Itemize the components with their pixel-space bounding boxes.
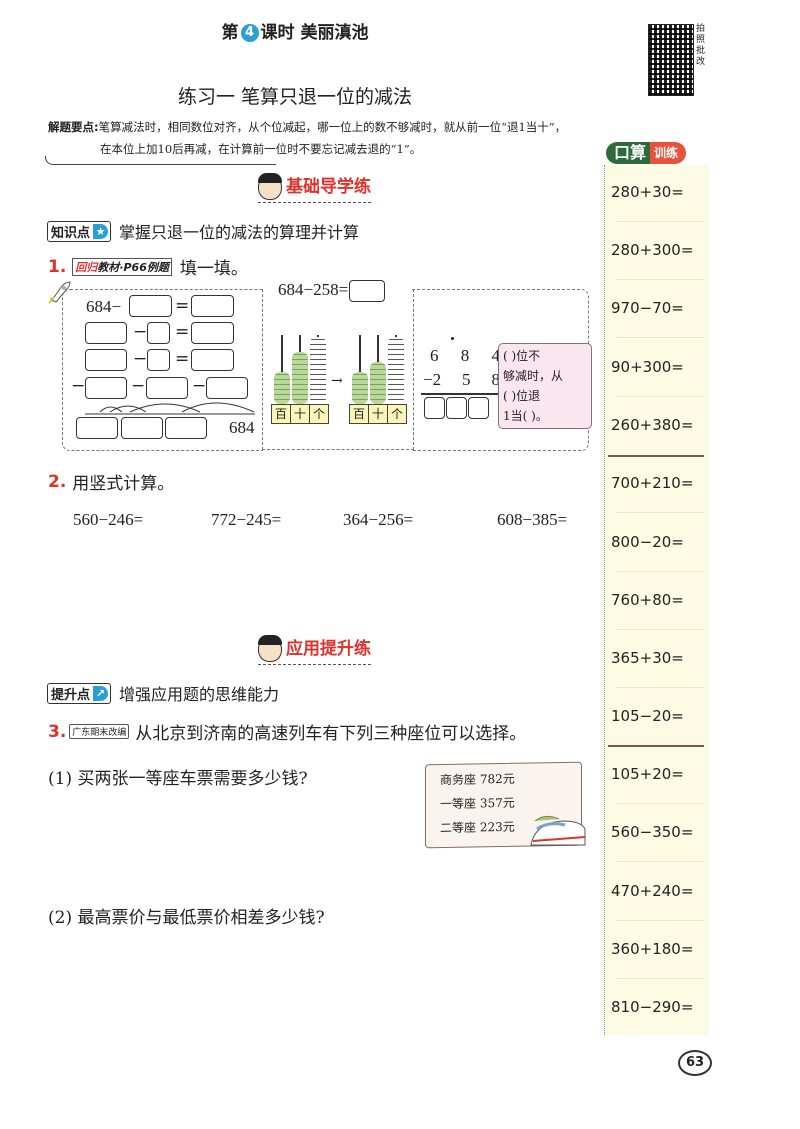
answer-box[interactable] [129, 295, 172, 317]
answer-box[interactable] [191, 295, 234, 317]
calc-problem: 560−246= [73, 510, 144, 529]
answer-box[interactable] [165, 417, 207, 439]
calc-problem: 772−245= [211, 510, 282, 529]
price-first: 一等座 357元 [440, 795, 515, 812]
answer-box[interactable] [147, 322, 170, 344]
answer-box[interactable] [191, 322, 234, 344]
section-banner-basic: 基础导学练 [258, 172, 371, 203]
arrow-up-icon: ↗ [93, 685, 109, 701]
student-face-icon [258, 173, 282, 200]
mental-math-item: 105+20= [611, 765, 684, 783]
mental-math-item: 810−290= [611, 998, 694, 1016]
mental-math-header: 口算训练 [600, 140, 708, 166]
knowledge-badge: 知识点★ [47, 220, 112, 242]
mental-math-item: 700+210= [611, 474, 694, 492]
sub-question-1: (1) 买两张一等座车票需要多少钱? [48, 769, 308, 789]
result-line [421, 393, 501, 395]
calc-problem: 608−385= [497, 510, 568, 529]
price-business: 商务座 782元 [440, 771, 515, 788]
qr-label: 拍照批改 [696, 24, 706, 67]
borrow-dot [451, 337, 454, 340]
answer-box[interactable] [206, 377, 248, 399]
mental-math-item: 280+30= [611, 183, 684, 201]
mental-math-item: 560−350= [611, 823, 694, 841]
answer-box[interactable] [446, 397, 467, 419]
answer-box[interactable] [349, 280, 385, 302]
q1-abacus-panel [262, 289, 414, 450]
mental-math-item: 260+380= [611, 416, 694, 434]
knowledge-point: 知识点★ 掌握只退一位的减法的算理并计算 [47, 219, 359, 243]
mental-math-item: 760+80= [611, 591, 684, 609]
answer-box[interactable] [191, 349, 234, 371]
answer-box[interactable] [424, 397, 445, 419]
mental-math-item: 800−20= [611, 533, 684, 551]
mental-math-item: 280+300= [611, 241, 694, 259]
mental-math-item: 365+30= [611, 649, 684, 667]
number-line-arrows [85, 402, 255, 415]
train-icon [530, 815, 586, 846]
hint-callout: ( )位不 够减时，从 ( )位退 1当( )。 [498, 343, 592, 429]
question-1-header: 1. 回归教材·P66例题 填一填。 [48, 256, 248, 280]
arrow-right-icon: → [331, 373, 343, 389]
star-icon: ★ [93, 223, 109, 239]
section-banner-application: 应用提升练 [258, 634, 371, 665]
answer-box[interactable] [85, 377, 127, 399]
question-2-header: 2. 用竖式计算。 [48, 471, 175, 495]
answer-box[interactable] [121, 417, 163, 439]
textbook-tag: 回归教材·P66例题 [72, 257, 172, 276]
answer-box[interactable] [146, 377, 188, 399]
mental-math-item: 360+180= [611, 940, 694, 958]
mental-math-item: 90+300= [611, 358, 684, 376]
mental-math-item: 470+240= [611, 882, 694, 900]
mental-math-item: 105−20= [611, 707, 684, 725]
improvement-badge: 提升点↗ [47, 682, 112, 704]
answer-box[interactable] [85, 349, 127, 371]
answer-box[interactable] [147, 349, 170, 371]
q1-decomposition-panel [62, 289, 263, 451]
exercise-title: 练习一 笔算只退一位的减法 [177, 86, 413, 108]
page-number: 63 [678, 1050, 712, 1076]
student-face-icon [258, 635, 282, 662]
answer-box[interactable] [468, 397, 489, 419]
mental-math-item: 970−70= [611, 299, 684, 317]
source-tag: 广东期末改编 [69, 724, 130, 739]
answer-box[interactable] [76, 417, 118, 439]
answer-box[interactable] [85, 322, 127, 344]
tips-underline [45, 156, 276, 165]
sub-question-2: (2) 最高票价与最低票价相差多少钱? [48, 908, 325, 928]
qr-code-icon[interactable] [648, 24, 694, 96]
calc-problem: 364−256= [343, 510, 414, 529]
solving-tips: 解题要点:笔算减法时，相同数位对齐，从个位减起，哪一位上的数不够减时，就从前一位… [48, 120, 567, 156]
lesson-number-badge: 4 [240, 24, 259, 42]
improvement-point: 提升点↗ 增强应用题的思维能力 [47, 681, 279, 705]
tips-label: 解题要点: [48, 120, 99, 134]
question-3-header: 3. 广东期末改编 从北京到济南的高速列车有下列三种座位可以选择。 [48, 721, 527, 745]
mental-math-column [604, 165, 709, 1035]
